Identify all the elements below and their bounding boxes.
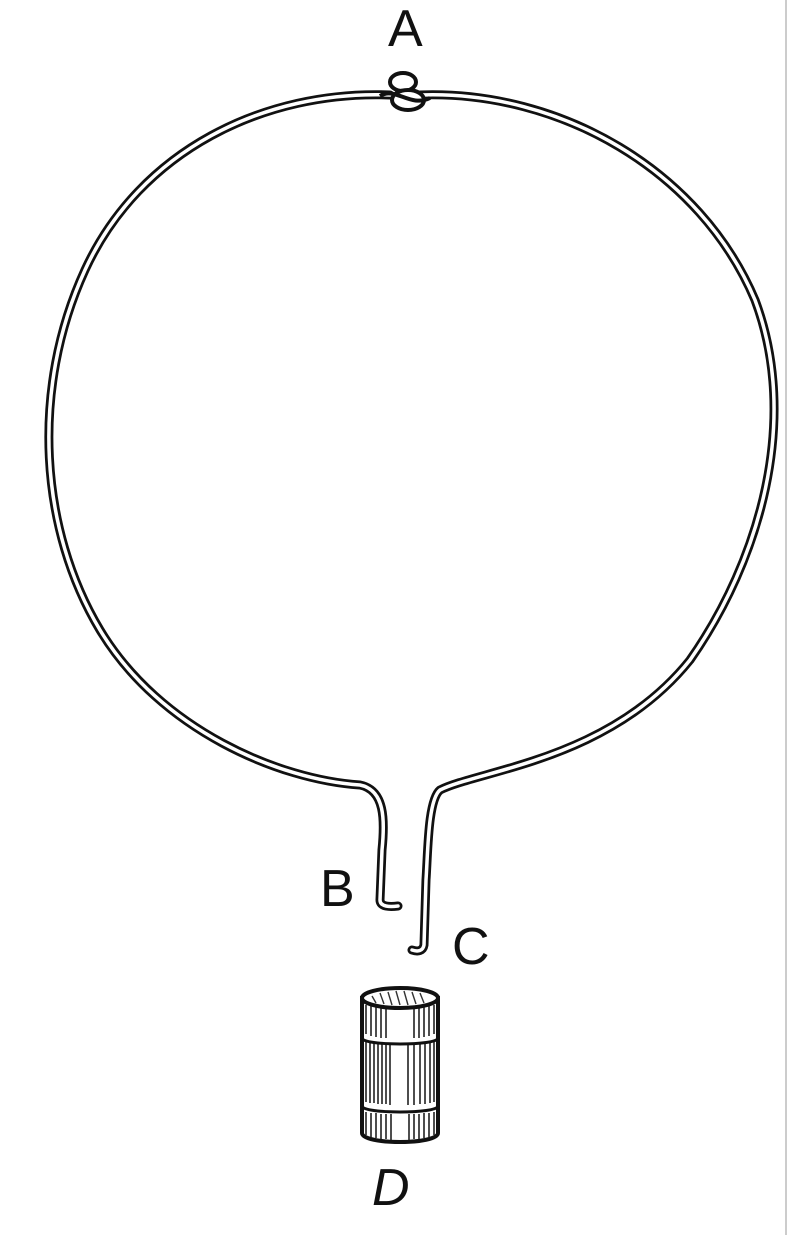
- wire-loop-highlight: [47, 92, 776, 953]
- label-d: D: [372, 1159, 410, 1217]
- cylinder-band-line-upper: [360, 1036, 440, 1046]
- label-c: C: [452, 918, 490, 976]
- cylinder-top-opening: [360, 986, 440, 1010]
- cylinder-inner-hatching: [371, 990, 425, 1006]
- cylinder-middle-band-hatching: [365, 1042, 435, 1105]
- cylinder-band-line-lower: [360, 1104, 440, 1114]
- label-a: A: [388, 0, 423, 58]
- wire-twist-joint: [378, 71, 431, 112]
- cylinder-sleeve: [360, 986, 440, 1144]
- wire-loop: [44, 90, 779, 956]
- label-b: B: [320, 860, 355, 918]
- cylinder-bottom-band-hatching: [365, 1112, 435, 1140]
- wire-loop-outline: [44, 90, 779, 956]
- cylinder-top-band-hatching: [365, 1005, 435, 1038]
